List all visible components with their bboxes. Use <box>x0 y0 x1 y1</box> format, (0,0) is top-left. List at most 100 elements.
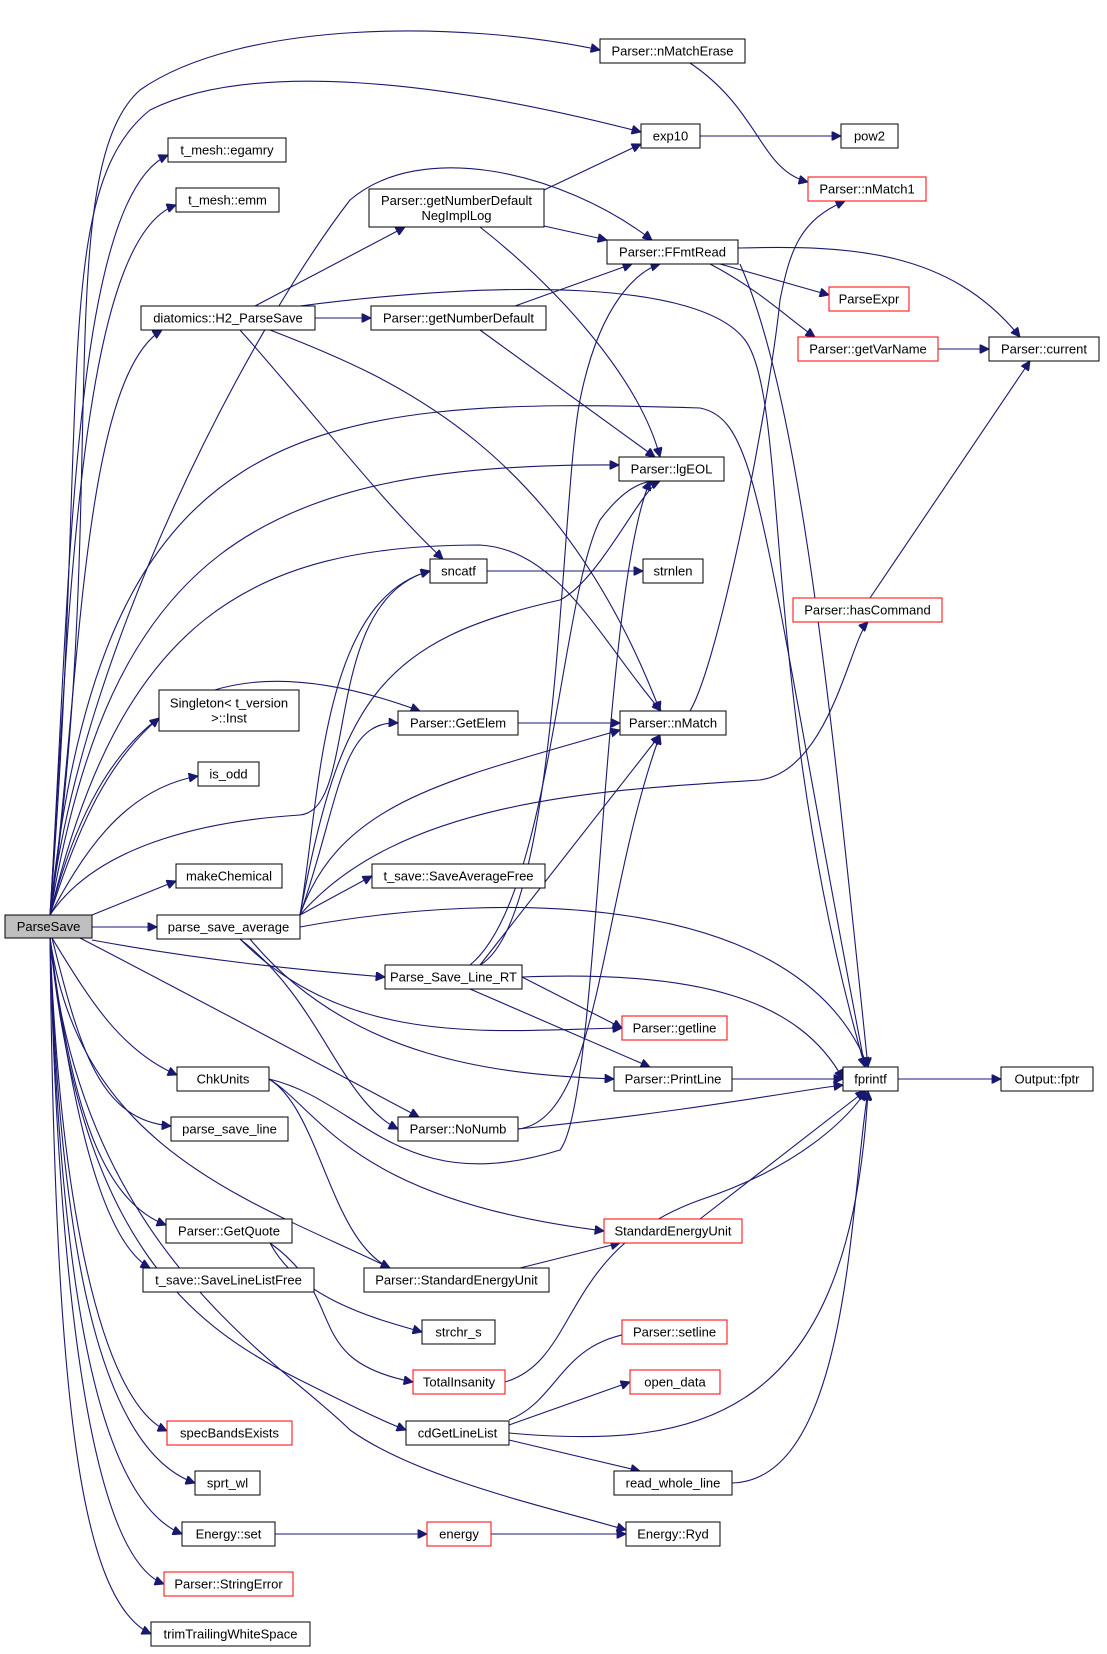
node-SingletonInst[interactable]: Singleton< t_version>::Inst <box>158 689 300 732</box>
node-Energyset[interactable]: Energy::set <box>181 1521 276 1547</box>
node-label: specBandsExists <box>180 1426 279 1441</box>
node-label: ChkUnits <box>197 1072 250 1087</box>
call-edge-ParseSave-to-cdGetLineList <box>49 937 406 1430</box>
call-edge-parse_save_average-to-hasCommand <box>299 622 868 916</box>
call-edge-ParseSave-to-SingletonInst <box>49 718 159 916</box>
node-sncatf[interactable]: sncatf <box>429 558 488 584</box>
call-edge-Parse_Save_Line_RT-to-lgEOL <box>469 481 660 966</box>
node-energy[interactable]: energy <box>426 1521 492 1547</box>
node-SaveLineListFree[interactable]: t_save::SaveLineListFree <box>142 1267 315 1293</box>
call-edge-ParseSave-to-makeChemical <box>91 881 176 916</box>
node-is_odd[interactable]: is_odd <box>197 761 260 787</box>
node-current[interactable]: Parser::current <box>988 336 1100 362</box>
node-exp10[interactable]: exp10 <box>640 123 701 149</box>
node-specBandsExists[interactable]: specBandsExists <box>166 1420 293 1446</box>
call-edge-getNumberDefaultNegImplLog-to-exp10 <box>543 144 641 191</box>
node-ParserStandardEnergyUnit[interactable]: Parser::StandardEnergyUnit <box>363 1267 550 1293</box>
node-box <box>165 1218 293 1244</box>
node-StringError[interactable]: Parser::StringError <box>163 1571 294 1597</box>
node-fprintf[interactable]: fprintf <box>842 1066 899 1092</box>
node-label: Parser::getNumberDefault <box>381 193 532 208</box>
node-fptr[interactable]: Output::fptr <box>1000 1066 1094 1092</box>
node-cdGetLineList[interactable]: cdGetLineList <box>405 1420 510 1446</box>
node-emm[interactable]: t_mesh::emm <box>175 187 280 213</box>
node-label: Parser::NoNumb <box>410 1122 507 1137</box>
node-parse_save_average[interactable]: parse_save_average <box>156 914 301 940</box>
node-box <box>621 1319 728 1345</box>
node-PrintLine[interactable]: Parser::PrintLine <box>613 1066 733 1092</box>
call-edge-cdGetLineList-to-read_whole_line <box>508 1439 640 1471</box>
node-label: Singleton< t_version <box>170 696 288 711</box>
node-ParseExpr[interactable]: ParseExpr <box>828 286 910 312</box>
node-StandardEnergyUnit[interactable]: StandardEnergyUnit <box>603 1218 743 1244</box>
call-edge-ChkUnits-to-ParserStandardEnergyUnit <box>268 1078 390 1268</box>
node-label: t_mesh::egamry <box>180 143 274 158</box>
node-H2_ParseSave[interactable]: diatomics::H2_ParseSave <box>140 305 316 331</box>
node-sprt_wl[interactable]: sprt_wl <box>194 1470 261 1496</box>
node-box <box>405 1420 510 1446</box>
call-edges <box>49 30 1030 1634</box>
node-box <box>618 456 725 482</box>
call-edge-ParseSave-to-fprintf <box>49 405 865 1067</box>
node-egamry[interactable]: t_mesh::egamry <box>167 137 287 163</box>
call-edge-ParseSave-to-trimTrailingWhiteSpace <box>49 937 151 1634</box>
node-box <box>840 123 899 149</box>
call-edge-Parse_Save_Line_RT-to-getline <box>521 976 622 1029</box>
node-read_whole_line[interactable]: read_whole_line <box>613 1470 733 1496</box>
node-ParseSave[interactable]: ParseSave <box>4 914 93 939</box>
node-label: Parser::getVarName <box>809 342 927 357</box>
node-box <box>603 1218 743 1244</box>
node-makeChemical[interactable]: makeChemical <box>175 863 283 889</box>
node-lgEOL[interactable]: Parser::lgEOL <box>618 456 725 482</box>
node-nMatch1[interactable]: Parser::nMatch1 <box>807 176 927 202</box>
call-edge-ParseSave-to-sncatf <box>49 571 430 916</box>
node-label: fprintf <box>854 1072 887 1087</box>
call-edge-parse_save_average-to-PrintLine <box>249 938 614 1079</box>
node-nMatch[interactable]: Parser::nMatch <box>619 710 727 736</box>
node-getNumberDefault[interactable]: Parser::getNumberDefault <box>370 305 547 331</box>
node-SaveAverageFree[interactable]: t_save::SaveAverageFree <box>371 863 546 889</box>
node-box <box>619 710 727 736</box>
node-label: ParseSave <box>17 919 81 934</box>
node-label: strnlen <box>653 564 692 579</box>
node-strnlen[interactable]: strnlen <box>642 558 704 584</box>
call-edge-parse_save_average-to-fprintf <box>299 906 868 1067</box>
call-edge-ParseSave-to-Parse_Save_Line_RT <box>91 939 385 977</box>
node-open_data[interactable]: open_data <box>629 1369 721 1395</box>
call-edge-read_whole_line-to-fprintf <box>731 1091 868 1484</box>
node-pow2[interactable]: pow2 <box>840 123 899 149</box>
node-setline[interactable]: Parser::setline <box>621 1319 728 1345</box>
node-box <box>988 336 1100 362</box>
call-edge-ParseSave-to-egamry <box>49 155 168 916</box>
node-NoNumb[interactable]: Parser::NoNumb <box>397 1116 519 1142</box>
call-edge-parse_save_average-to-SaveAverageFree <box>299 875 372 916</box>
node-box <box>370 305 547 331</box>
node-GetElem[interactable]: Parser::GetElem <box>397 710 519 736</box>
node-hasCommand[interactable]: Parser::hasCommand <box>792 597 943 623</box>
node-strchr_s[interactable]: strchr_s <box>421 1319 496 1345</box>
node-label: Parser::getline <box>633 1021 717 1036</box>
node-box <box>421 1319 496 1345</box>
node-EnergyRyd[interactable]: Energy::Ryd <box>625 1521 721 1547</box>
call-edge-ParseSave-to-Energyset <box>49 937 182 1534</box>
node-getVarName[interactable]: Parser::getVarName <box>797 336 939 362</box>
node-GetQuote[interactable]: Parser::GetQuote <box>165 1218 293 1244</box>
call-edge-ParseSave-to-emm <box>49 205 176 916</box>
node-FFmtRead[interactable]: Parser::FFmtRead <box>606 239 739 265</box>
call-edge-parse_save_average-to-lgEOL <box>299 481 660 916</box>
call-edge-ParseSave-to-ChkUnits <box>51 937 177 1075</box>
node-label: Energy::Ryd <box>637 1527 709 1542</box>
node-TotalInsanity[interactable]: TotalInsanity <box>412 1369 506 1395</box>
call-edge-ParseSave-to-lgEOL <box>49 465 619 916</box>
node-box <box>797 336 939 362</box>
node-box <box>175 187 280 213</box>
node-box <box>397 710 519 736</box>
node-getline[interactable]: Parser::getline <box>621 1015 728 1041</box>
node-parse_save_line[interactable]: parse_save_line <box>170 1116 289 1142</box>
node-Parse_Save_Line_RT[interactable]: Parse_Save_Line_RT <box>384 964 523 990</box>
node-trimTrailingWhiteSpace[interactable]: trimTrailingWhiteSpace <box>150 1621 311 1647</box>
node-ChkUnits[interactable]: ChkUnits <box>176 1066 270 1092</box>
node-nMatchErase[interactable]: Parser::nMatchErase <box>599 38 746 64</box>
